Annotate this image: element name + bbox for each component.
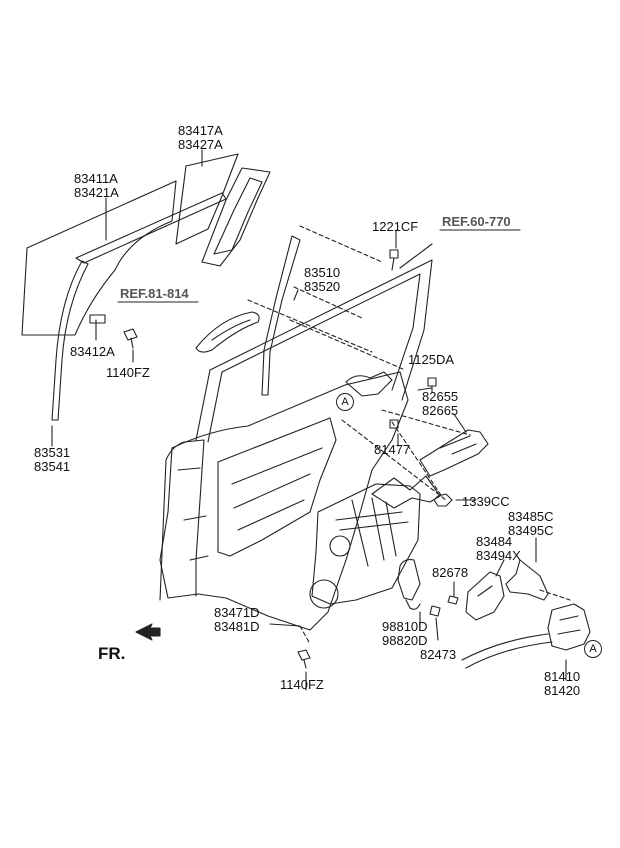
sash-upright [195, 369, 223, 443]
bolt-1140fz-top [123, 328, 138, 349]
part-83412a: 83412A [70, 344, 115, 359]
bolt-82473 [429, 605, 441, 617]
part-number: 82655 [422, 389, 459, 404]
latch-area [345, 371, 393, 397]
callout-a-latch: A [584, 640, 602, 658]
door-sash-outer [209, 259, 433, 401]
bolt-82678 [447, 595, 459, 605]
regulator-arm [371, 475, 441, 509]
part-number: 81410 [544, 669, 581, 684]
nut-1339cc [433, 493, 453, 507]
door-edge [159, 439, 205, 601]
latch-cable [461, 633, 553, 669]
part-number: 83495C [508, 523, 554, 538]
leader-lines [51, 149, 567, 691]
ref-60-770: REF.60-770 [442, 214, 511, 229]
part-number: 83520 [304, 279, 341, 294]
part-number: 81420 [544, 683, 581, 698]
front-arrow [135, 623, 161, 641]
door-inner-panel [159, 371, 409, 631]
part-81477: 81477 [374, 442, 411, 457]
inside-handle [419, 429, 489, 477]
module-ribs [335, 497, 409, 567]
part-1140fz-bottom: 1140FZ [280, 677, 324, 692]
ref-underlines [117, 229, 521, 303]
bolt-81477 [389, 419, 399, 429]
bracket-83485c [505, 559, 549, 601]
part-1221cf: 1221CF [372, 219, 419, 234]
part-82473: 82473 [420, 647, 457, 662]
quarter-glass [175, 153, 239, 245]
part-1339cc: 1339CC [462, 494, 510, 509]
part-number: 83411A [74, 171, 118, 186]
regulator-module [311, 483, 421, 605]
door-latch [547, 603, 591, 651]
callout-a-door: A [336, 393, 354, 411]
part-number: 83485C [508, 509, 554, 524]
ref-81-814: REF.81-814 [120, 286, 189, 301]
module-hole-2 [309, 579, 339, 609]
quarter-channel [201, 167, 271, 267]
part-number: 83417A [178, 123, 223, 138]
part-number: 83510 [304, 265, 341, 280]
bracket-83484 [465, 571, 505, 621]
bolt-1221cf [389, 249, 399, 271]
door-inner-window [217, 417, 337, 557]
door-trim-lines [177, 447, 323, 561]
outside-handle [195, 311, 260, 353]
bracket-83412a [89, 314, 106, 324]
run-channel-front [51, 260, 89, 421]
part-number: 83494X [476, 548, 521, 563]
part-number: 82665 [422, 403, 459, 418]
part-number: 83484 [476, 534, 513, 549]
motor [397, 559, 421, 610]
part-82678: 82678 [432, 565, 469, 580]
part-number: 83427A [178, 137, 223, 152]
part-1125da: 1125DA [408, 352, 455, 367]
part-number: 83531 [34, 445, 71, 460]
part-number: 83481D [214, 619, 260, 634]
part-number: 98820D [382, 633, 428, 648]
part-number: 83471D [214, 605, 260, 620]
run-channel-rear [261, 235, 301, 396]
door-glass [21, 180, 177, 336]
door-sash-inner [221, 273, 421, 391]
part-1140fz-top: 1140FZ [106, 365, 150, 380]
front-label: FR. [98, 644, 126, 663]
part-number: 98810D [382, 619, 428, 634]
module-hole-1 [329, 535, 351, 557]
bolt-1140fz-bottom [297, 649, 311, 669]
bolt-1125da [427, 377, 437, 393]
part-number: 83541 [34, 459, 71, 474]
dashed-guides [247, 225, 571, 645]
part-number: 83421A [74, 185, 119, 200]
run-channel-top [75, 192, 227, 264]
